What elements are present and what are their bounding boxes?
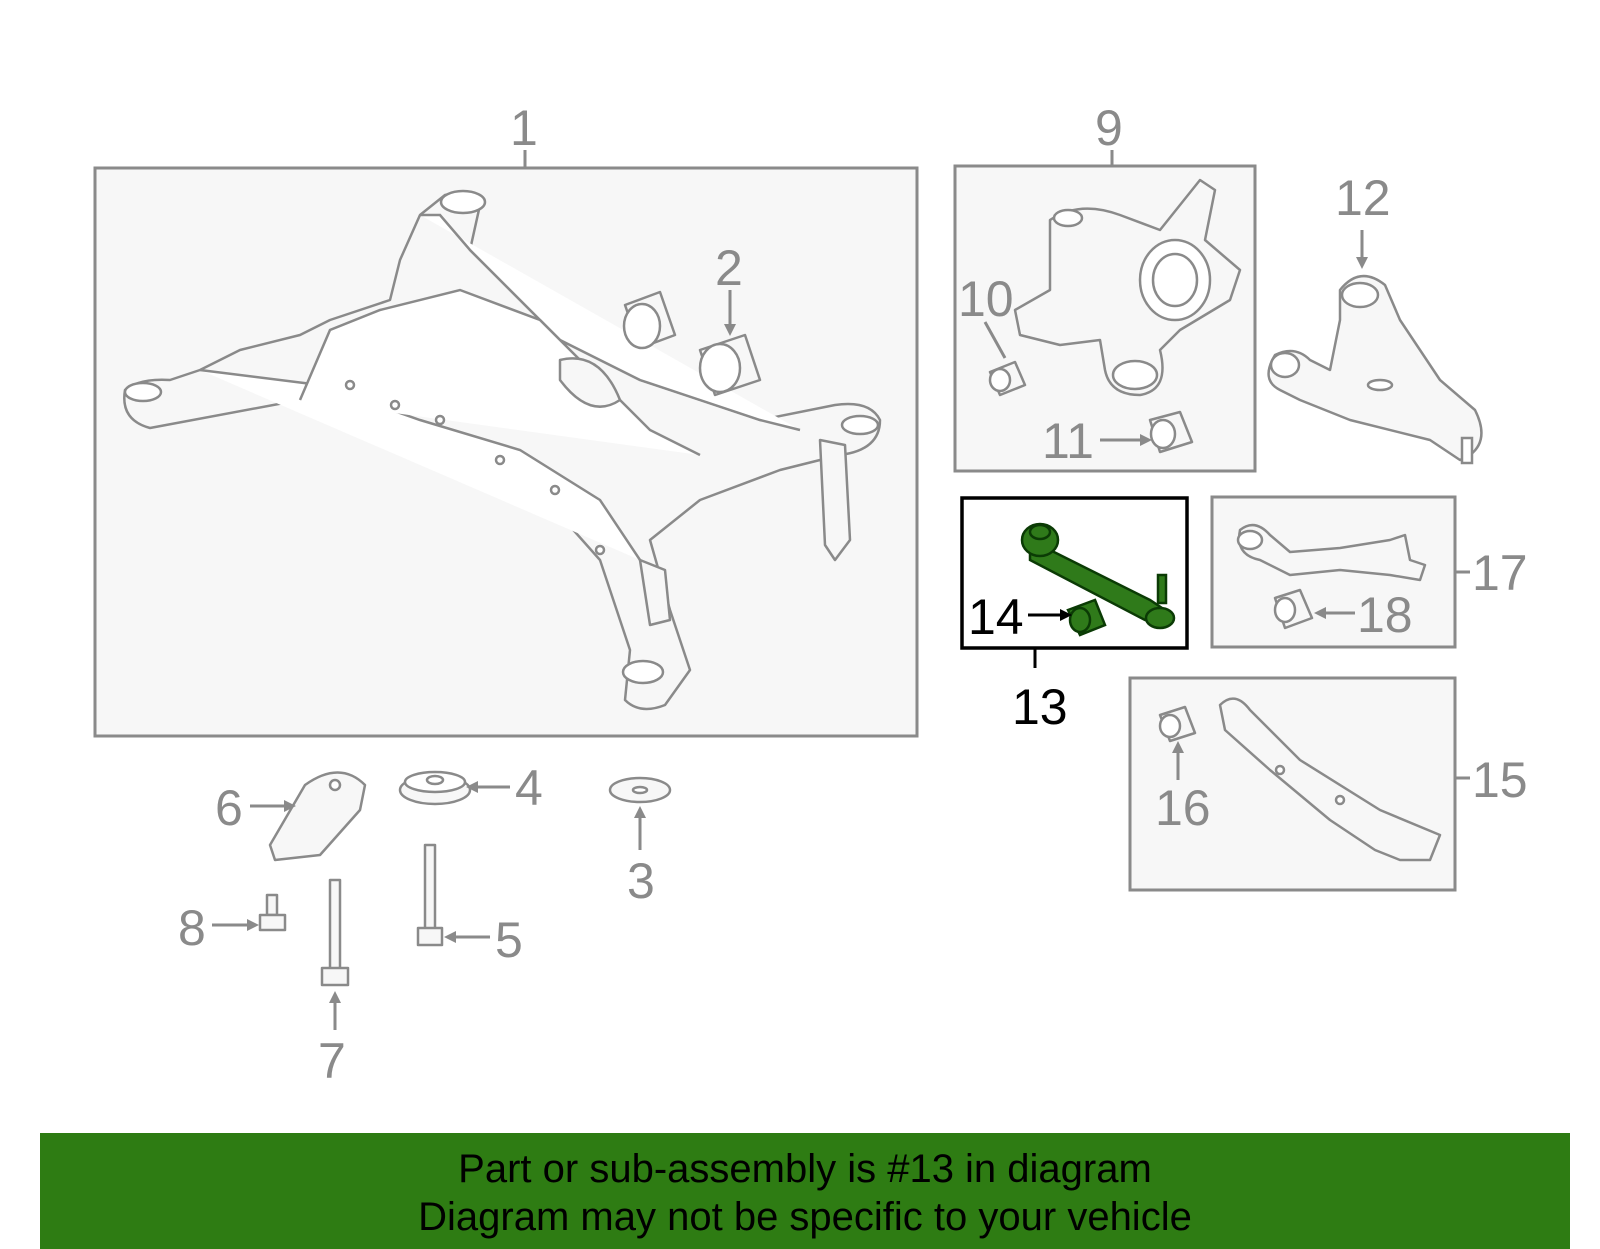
callout-14: 14: [968, 589, 1024, 645]
banner-line-1: Part or sub-assembly is #13 in diagram: [458, 1147, 1152, 1191]
bolt-part-8[interactable]: [258, 893, 287, 932]
bracket-part-6[interactable]: [268, 771, 367, 862]
bolt-part-5[interactable]: [416, 843, 444, 947]
washer-part-4[interactable]: [398, 770, 472, 806]
callout-9[interactable]: 9: [1095, 100, 1123, 156]
callout-12: 12: [1335, 170, 1391, 226]
callout-18: 18: [1357, 587, 1413, 643]
control-arm-part-12[interactable]: [1267, 275, 1483, 465]
arm-part-17[interactable]: [1236, 523, 1427, 582]
callout-4: 4: [515, 760, 543, 816]
bolt-part-7[interactable]: [320, 878, 350, 987]
callout-11: 11: [1042, 413, 1094, 469]
bushing-part-11[interactable]: [1148, 410, 1194, 454]
callout-15[interactable]: 15: [1472, 752, 1528, 808]
subframe-part[interactable]: [123, 189, 882, 711]
bushing-part-10[interactable]: [988, 360, 1027, 397]
callout-2: 2: [715, 240, 743, 296]
callout-1[interactable]: 1: [510, 100, 538, 156]
callout-17[interactable]: 17: [1472, 545, 1528, 601]
lower-arm-part-15[interactable]: [1218, 697, 1442, 862]
bushing-part-2[interactable]: [622, 290, 762, 397]
callout-16: 16: [1155, 780, 1211, 836]
callout-13[interactable]: 13: [1012, 679, 1068, 735]
callout-10: 10: [958, 271, 1014, 327]
lateral-link-part-13[interactable]: [1020, 522, 1176, 630]
callout-5: 5: [495, 912, 523, 968]
bushing-part-18[interactable]: [1273, 588, 1314, 630]
bushing-part-14[interactable]: [1066, 598, 1107, 637]
parts-diagram: 1 2 9: [93, 100, 1528, 1089]
washer-part-3[interactable]: [608, 776, 672, 804]
callout-3: 3: [627, 853, 655, 909]
bushing-part-16[interactable]: [1158, 705, 1197, 743]
callout-7: 7: [318, 1033, 346, 1089]
knuckle-part[interactable]: [1013, 178, 1242, 397]
banner-line-2: Diagram may not be specific to your vehi…: [418, 1195, 1192, 1239]
callout-8: 8: [178, 900, 206, 956]
info-banner: Part or sub-assembly is #13 in diagram D…: [40, 1133, 1570, 1249]
callout-6: 6: [215, 780, 243, 836]
